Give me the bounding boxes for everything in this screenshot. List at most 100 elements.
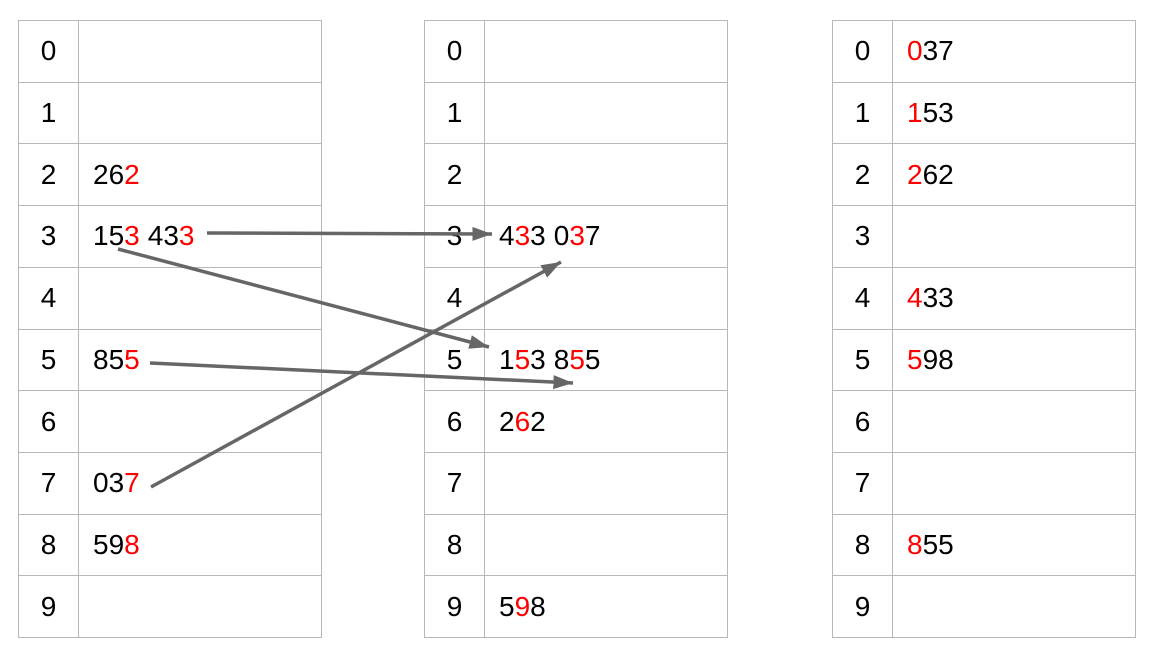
highlighted-digit: 3 — [569, 220, 585, 252]
digit: 5 — [108, 220, 125, 252]
digit: 5 — [922, 528, 939, 560]
digit: 3 — [163, 220, 179, 252]
highlighted-digit: 5 — [514, 343, 531, 375]
bucket-values: 037 — [893, 21, 1135, 82]
bucket-index-label: 2 — [833, 144, 893, 206]
highlighted-digit: 6 — [514, 405, 531, 437]
digit: 5 — [584, 343, 601, 375]
bucket-row-7: 7 — [833, 452, 1135, 515]
digit: 3 — [938, 282, 954, 314]
digit: 7 — [938, 35, 954, 67]
bucket-values — [485, 453, 727, 514]
digit: 7 — [584, 220, 601, 252]
value-262: 262 — [499, 406, 546, 438]
bucket-index-label: 6 — [425, 391, 485, 452]
digit: 2 — [530, 405, 546, 437]
digit: 3 — [108, 467, 125, 499]
bucket-row-6: 6 — [833, 391, 1135, 453]
bucket-values: 037 — [79, 453, 321, 514]
highlighted-digit: 9 — [514, 590, 531, 622]
highlighted-digit: 2 — [124, 158, 140, 190]
value-262: 262 — [93, 159, 140, 191]
bucket-index-label: 6 — [833, 391, 893, 452]
bucket-values: 598 — [79, 515, 321, 576]
bucket-row-0: 0 — [19, 21, 321, 83]
digit: 3 — [922, 282, 939, 314]
bucket-values — [79, 268, 321, 329]
value-262: 262 — [907, 159, 954, 191]
value-855: 855 — [93, 344, 140, 376]
bucket-index-label: 3 — [425, 206, 485, 267]
bucket-index-label: 0 — [19, 21, 79, 82]
digit: 3 — [530, 220, 546, 252]
highlighted-digit: 5 — [907, 343, 923, 375]
bucket-index-label: 9 — [425, 576, 485, 638]
digit: 4 — [499, 220, 515, 252]
digit: 2 — [499, 405, 515, 437]
bucket-values — [893, 391, 1135, 452]
value-855: 855 — [907, 529, 954, 561]
digit: 3 — [922, 35, 939, 67]
bucket-index-label: 4 — [19, 267, 79, 329]
bucket-values: 855 — [79, 330, 321, 391]
bucket-row-6: 6 — [19, 391, 321, 453]
bucket-index-label: 9 — [833, 576, 893, 638]
digit: 0 — [93, 467, 109, 499]
bucket-index-label: 8 — [19, 514, 79, 576]
highlighted-digit: 5 — [124, 343, 140, 375]
digit: 9 — [922, 343, 939, 375]
bucket-row-4: 4 — [19, 267, 321, 330]
bucket-values: 598 — [893, 330, 1135, 391]
bucket-values — [893, 206, 1135, 267]
bucket-row-4: 4 — [425, 267, 727, 330]
bucket-row-7: 7 — [425, 452, 727, 515]
digit: 4 — [147, 220, 164, 252]
digit: 5 — [108, 343, 125, 375]
bucket-row-9: 9 — [833, 576, 1135, 638]
digit: 8 — [530, 590, 546, 622]
value-598: 598 — [499, 591, 546, 623]
bucket-values — [79, 83, 321, 144]
digit: 6 — [108, 158, 125, 190]
bucket-values — [485, 83, 727, 144]
digit: 0 — [553, 220, 570, 252]
value-598: 598 — [907, 344, 954, 376]
digit: 3 — [530, 343, 546, 375]
digit: 8 — [93, 343, 109, 375]
bucket-index-label: 4 — [425, 267, 485, 329]
bucket-index-label: 5 — [19, 329, 79, 391]
value-153: 153 — [907, 97, 954, 129]
bucket-values: 598 — [485, 576, 727, 637]
bucket-values — [893, 453, 1135, 514]
bucket-values: 433 — [893, 268, 1135, 329]
bucket-values: 262 — [79, 144, 321, 205]
digit: 5 — [922, 97, 939, 129]
bucket-row-3: 3 — [833, 206, 1135, 268]
highlighted-digit: 8 — [907, 528, 923, 560]
bucket-row-1: 1 — [19, 82, 321, 145]
bucket-index-label: 3 — [19, 206, 79, 267]
bucket-values — [485, 268, 727, 329]
highlighted-digit: 2 — [907, 158, 923, 190]
value-037: 037 — [907, 35, 954, 67]
value-153: 153 — [93, 220, 140, 252]
highlighted-digit: 0 — [907, 35, 923, 67]
bucket-index-label: 1 — [19, 82, 79, 144]
digit: 2 — [93, 158, 109, 190]
bucket-index-label: 3 — [833, 206, 893, 267]
value-433: 433 — [907, 282, 954, 314]
